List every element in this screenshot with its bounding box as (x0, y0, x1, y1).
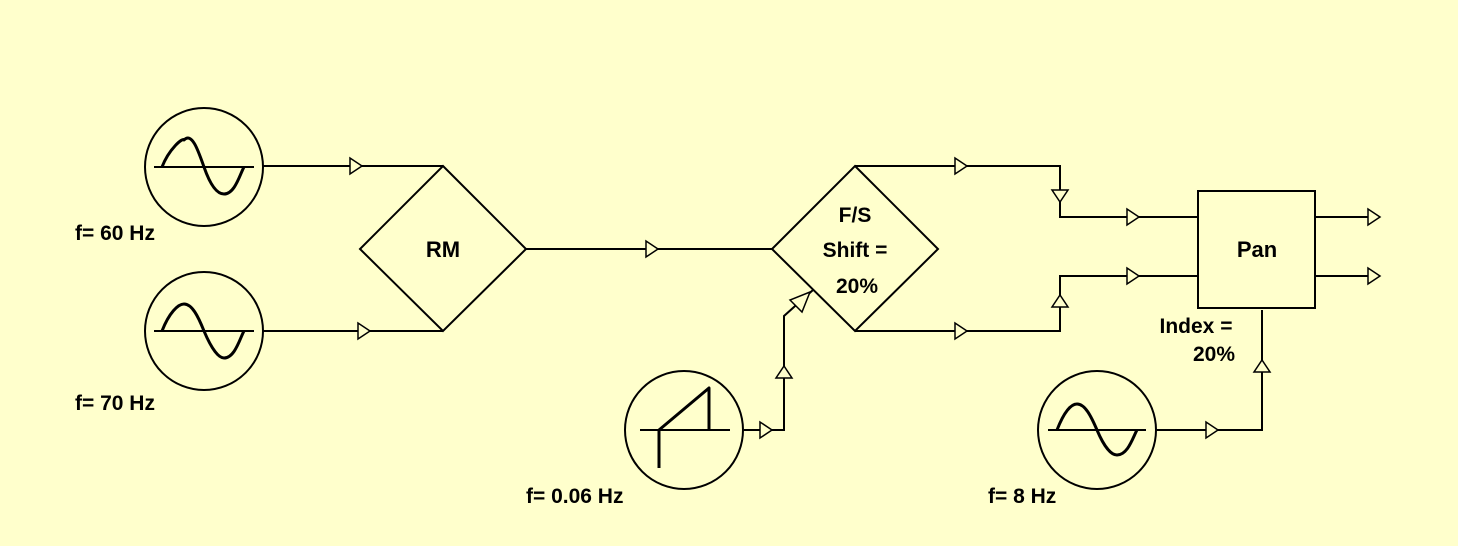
ring-modulator-diamond (358, 164, 528, 333)
arrow-right-icon (1367, 207, 1382, 227)
arrow-right-icon (759, 420, 774, 440)
wire-osc4-to-pan (1157, 310, 1263, 431)
ring-modulator-block: RM (358, 164, 528, 333)
sine-wave-icon (1048, 402, 1146, 457)
arrow-right-icon (954, 156, 969, 176)
arrow-down-icon (1050, 189, 1070, 204)
panner-label: Pan (1237, 237, 1277, 262)
panner-index-label: Index = (1160, 315, 1233, 338)
sawtooth-wave-icon (640, 386, 730, 468)
wire-fs-bottom-out (855, 275, 1198, 332)
oscillator-freq-label: f= 70 Hz (75, 392, 155, 415)
oscillator-freq-label: f= 60 Hz (75, 222, 155, 245)
arrow-up-icon (1050, 293, 1070, 308)
oscillator-freq-label: f= 8 Hz (988, 485, 1056, 508)
frequency-shifter-title: F/S (839, 204, 872, 227)
oscillator-2: f= 70 Hz (75, 271, 264, 415)
arrow-right-icon (1126, 266, 1141, 286)
oscillator-1: f= 60 Hz (75, 107, 264, 245)
oscillator-4: f= 8 Hz (988, 370, 1157, 508)
panner-index-value: 20% (1193, 343, 1235, 366)
arrow-right-icon (1367, 266, 1382, 286)
panner-box (1197, 190, 1316, 309)
sine-wave-icon (154, 302, 254, 360)
arrow-up-icon (774, 364, 794, 379)
ring-modulator-label: RM (426, 237, 460, 262)
arrow-right-icon (357, 321, 372, 341)
frequency-shifter-shift-value: 20% (836, 275, 878, 298)
arrow-right-icon (1205, 420, 1220, 440)
panner-block: Pan Index = 20% (1160, 190, 1316, 366)
arrow-diagonal-icon (788, 290, 812, 314)
frequency-shifter-shift-label: Shift = (823, 239, 888, 262)
frequency-shifter-block: F/S Shift = 20% (770, 164, 940, 333)
arrow-right-icon (1126, 207, 1141, 227)
arrow-right-icon (349, 156, 364, 176)
wire-fs-top-out (855, 165, 1198, 218)
frequency-shifter-diamond (770, 164, 940, 333)
flow-arrows (349, 156, 1382, 440)
oscillator-freq-label: f= 0.06 Hz (526, 485, 623, 508)
sine-wave-icon (154, 136, 254, 196)
arrow-right-icon (954, 321, 969, 341)
arrow-right-icon (645, 239, 660, 259)
arrow-up-icon (1252, 358, 1272, 373)
oscillator-3: f= 0.06 Hz (526, 370, 744, 508)
